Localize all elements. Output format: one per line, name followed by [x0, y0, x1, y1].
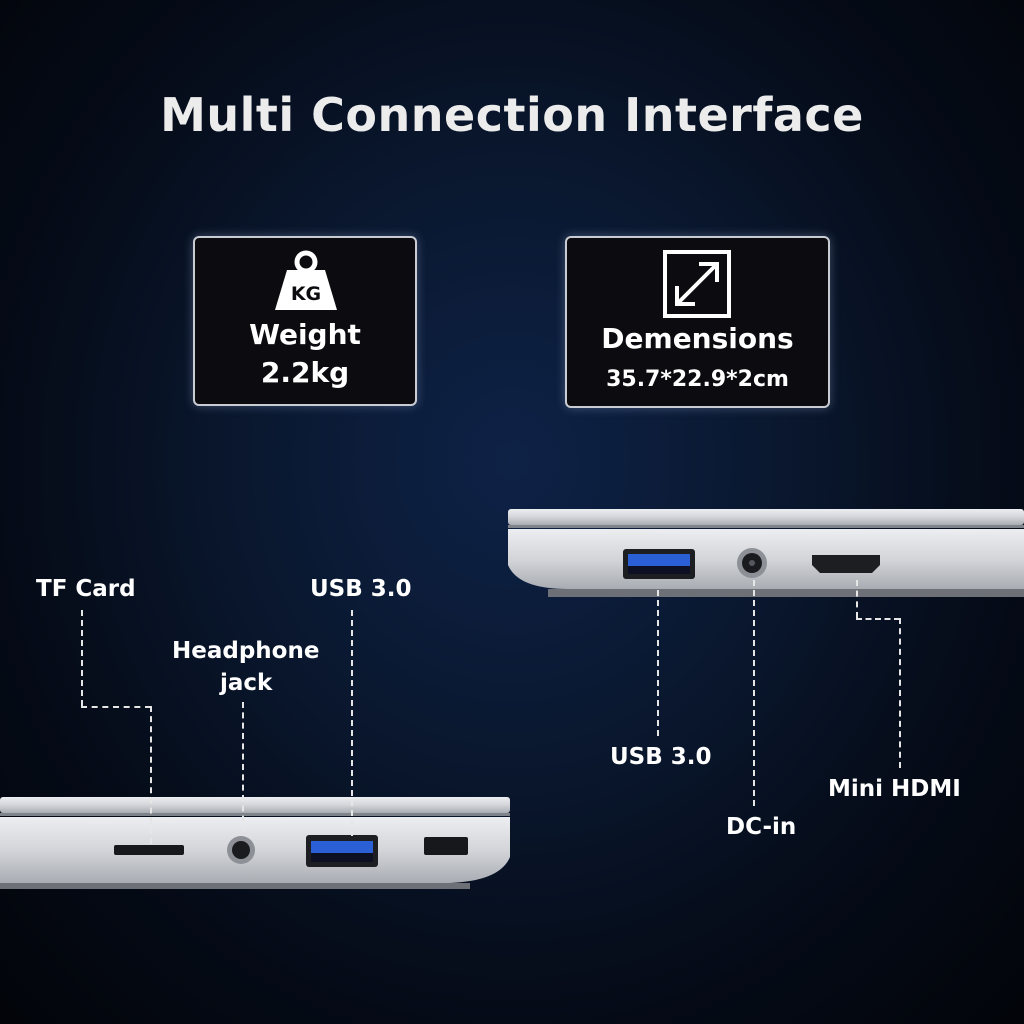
dimensions-label: Demensions [601, 322, 794, 355]
headphone-jack-port [232, 841, 250, 859]
tf-card-leader-down [150, 706, 152, 844]
usb-right-leader [657, 590, 659, 736]
mini-hdmi-label: Mini HDMI [828, 776, 961, 802]
dimensions-card: Demensions 35.7*22.9*2cm [565, 236, 830, 408]
headphone-leader [242, 702, 244, 832]
tf-card-label: TF Card [36, 576, 136, 602]
headphone-label-line2: jack [220, 670, 273, 696]
lock-slot [424, 837, 468, 855]
laptop-side-left [0, 797, 510, 889]
page-title: Multi Connection Interface [160, 88, 864, 142]
mini-hdmi-leader-down [899, 618, 901, 768]
mini-hdmi-leader [856, 580, 858, 618]
usb-label-left: USB 3.0 [310, 576, 412, 602]
tf-card-slot [114, 845, 184, 855]
dc-in-leader [753, 580, 755, 806]
weight-value: 2.2kg [260, 356, 350, 389]
usb-left-leader [351, 610, 353, 836]
kg-weight-icon: KG [275, 250, 337, 310]
mini-hdmi-leader-h [856, 618, 900, 620]
usb-label-right: USB 3.0 [610, 744, 712, 770]
mini-hdmi-port [812, 555, 880, 573]
laptop-side-right [508, 509, 1024, 597]
dimensions-value: 35.7*22.9*2cm [606, 367, 789, 392]
weight-card: KG Weight 2.2kg [193, 236, 417, 406]
dc-in-label: DC-in [726, 814, 797, 840]
tf-card-leader-h [81, 706, 151, 708]
headphone-label-line1: Headphone [172, 638, 320, 664]
weight-label: Weight [249, 318, 361, 351]
kg-icon-text: KG [291, 283, 321, 305]
tf-card-leader [81, 610, 83, 706]
expand-diagonal-icon [663, 250, 731, 318]
